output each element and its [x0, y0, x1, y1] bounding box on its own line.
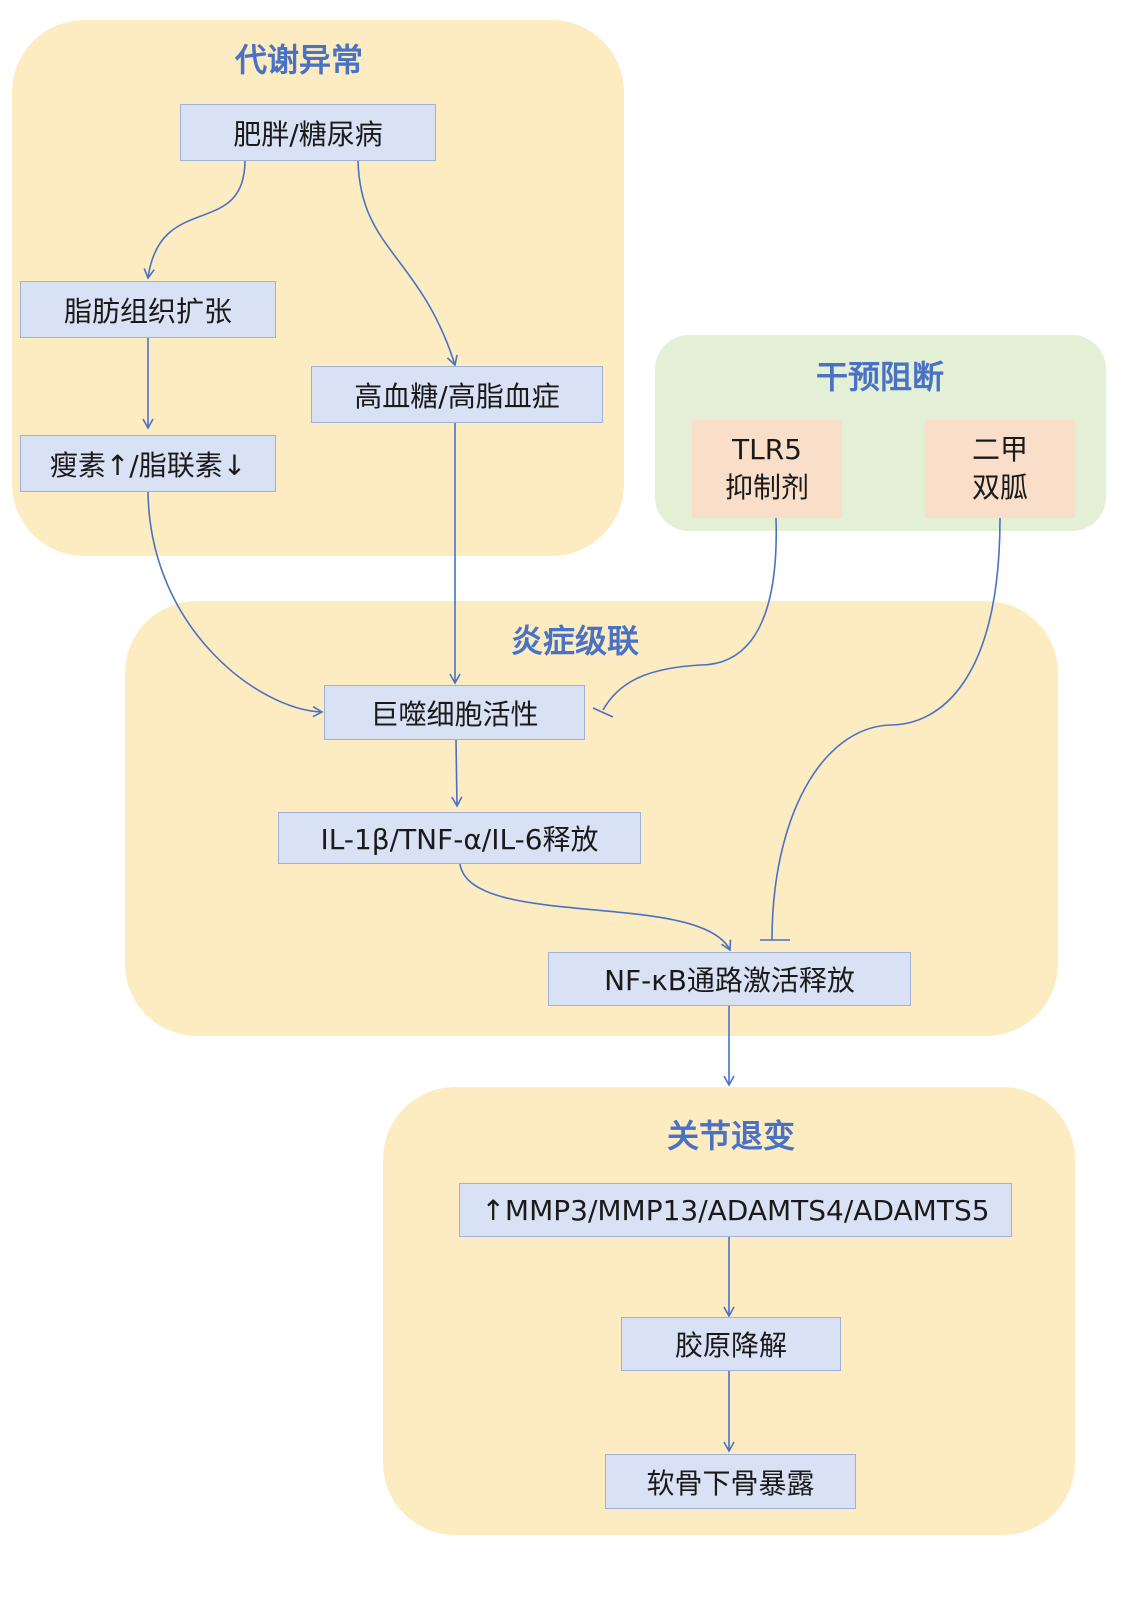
inhibit-metformin-nfkb: [771, 517, 1001, 941]
node-hyperglycemia-hyperlipidemia: 高血糖/高脂血症: [311, 366, 603, 423]
group-title-joint: 关节退变: [666, 1117, 795, 1155]
group-title-inflammation: 炎症级联: [510, 622, 639, 660]
edge-obesity-hyperglycemia: [357, 159, 458, 367]
group-title-metabolic: 代谢异常: [234, 41, 363, 79]
drug-metformin: 二甲 双胍: [925, 420, 1075, 518]
node-mmp-adamts: ↑MMP3/MMP13/ADAMTS4/ADAMTS5: [459, 1183, 1012, 1237]
node-adipose-expansion: 脂肪组织扩张: [20, 281, 276, 338]
group-title-intervention: 干预阻断: [815, 358, 944, 396]
drug-tlr5-line2: 抑制剂: [724, 471, 809, 504]
drug-tlr5-line1: TLR5: [732, 433, 802, 466]
edge-obesity-adipose: [143, 159, 246, 280]
node-leptin-adiponectin: 瘦素↑/脂联素↓: [20, 435, 276, 492]
node-collagen-degradation: 胶原降解: [621, 1317, 841, 1371]
drug-tlr5-inhibitor: TLR5 抑制剂: [692, 420, 842, 518]
node-cytokine-release: IL-1β/TNF-α/IL-6释放: [278, 812, 641, 864]
edge-leptin-macrophage: [147, 491, 324, 718]
drug-metformin-line2: 双胍: [971, 471, 1028, 504]
edge-cytokines-nfkb: [459, 863, 732, 952]
node-obesity-diabetes: 肥胖/糖尿病: [180, 104, 436, 161]
node-nfkb-activation: NF-κB通路激活释放: [548, 952, 911, 1006]
edge-macrophage-cytokines: [451, 739, 463, 808]
node-macrophage-activity: 巨噬细胞活性: [324, 685, 585, 740]
inhibit-tlr5-bar: [592, 707, 614, 718]
inhibit-tlr5-macrophage: [602, 517, 777, 711]
node-subchondral-bone-exposure: 软骨下骨暴露: [605, 1454, 856, 1509]
drug-metformin-line1: 二甲: [971, 433, 1028, 466]
